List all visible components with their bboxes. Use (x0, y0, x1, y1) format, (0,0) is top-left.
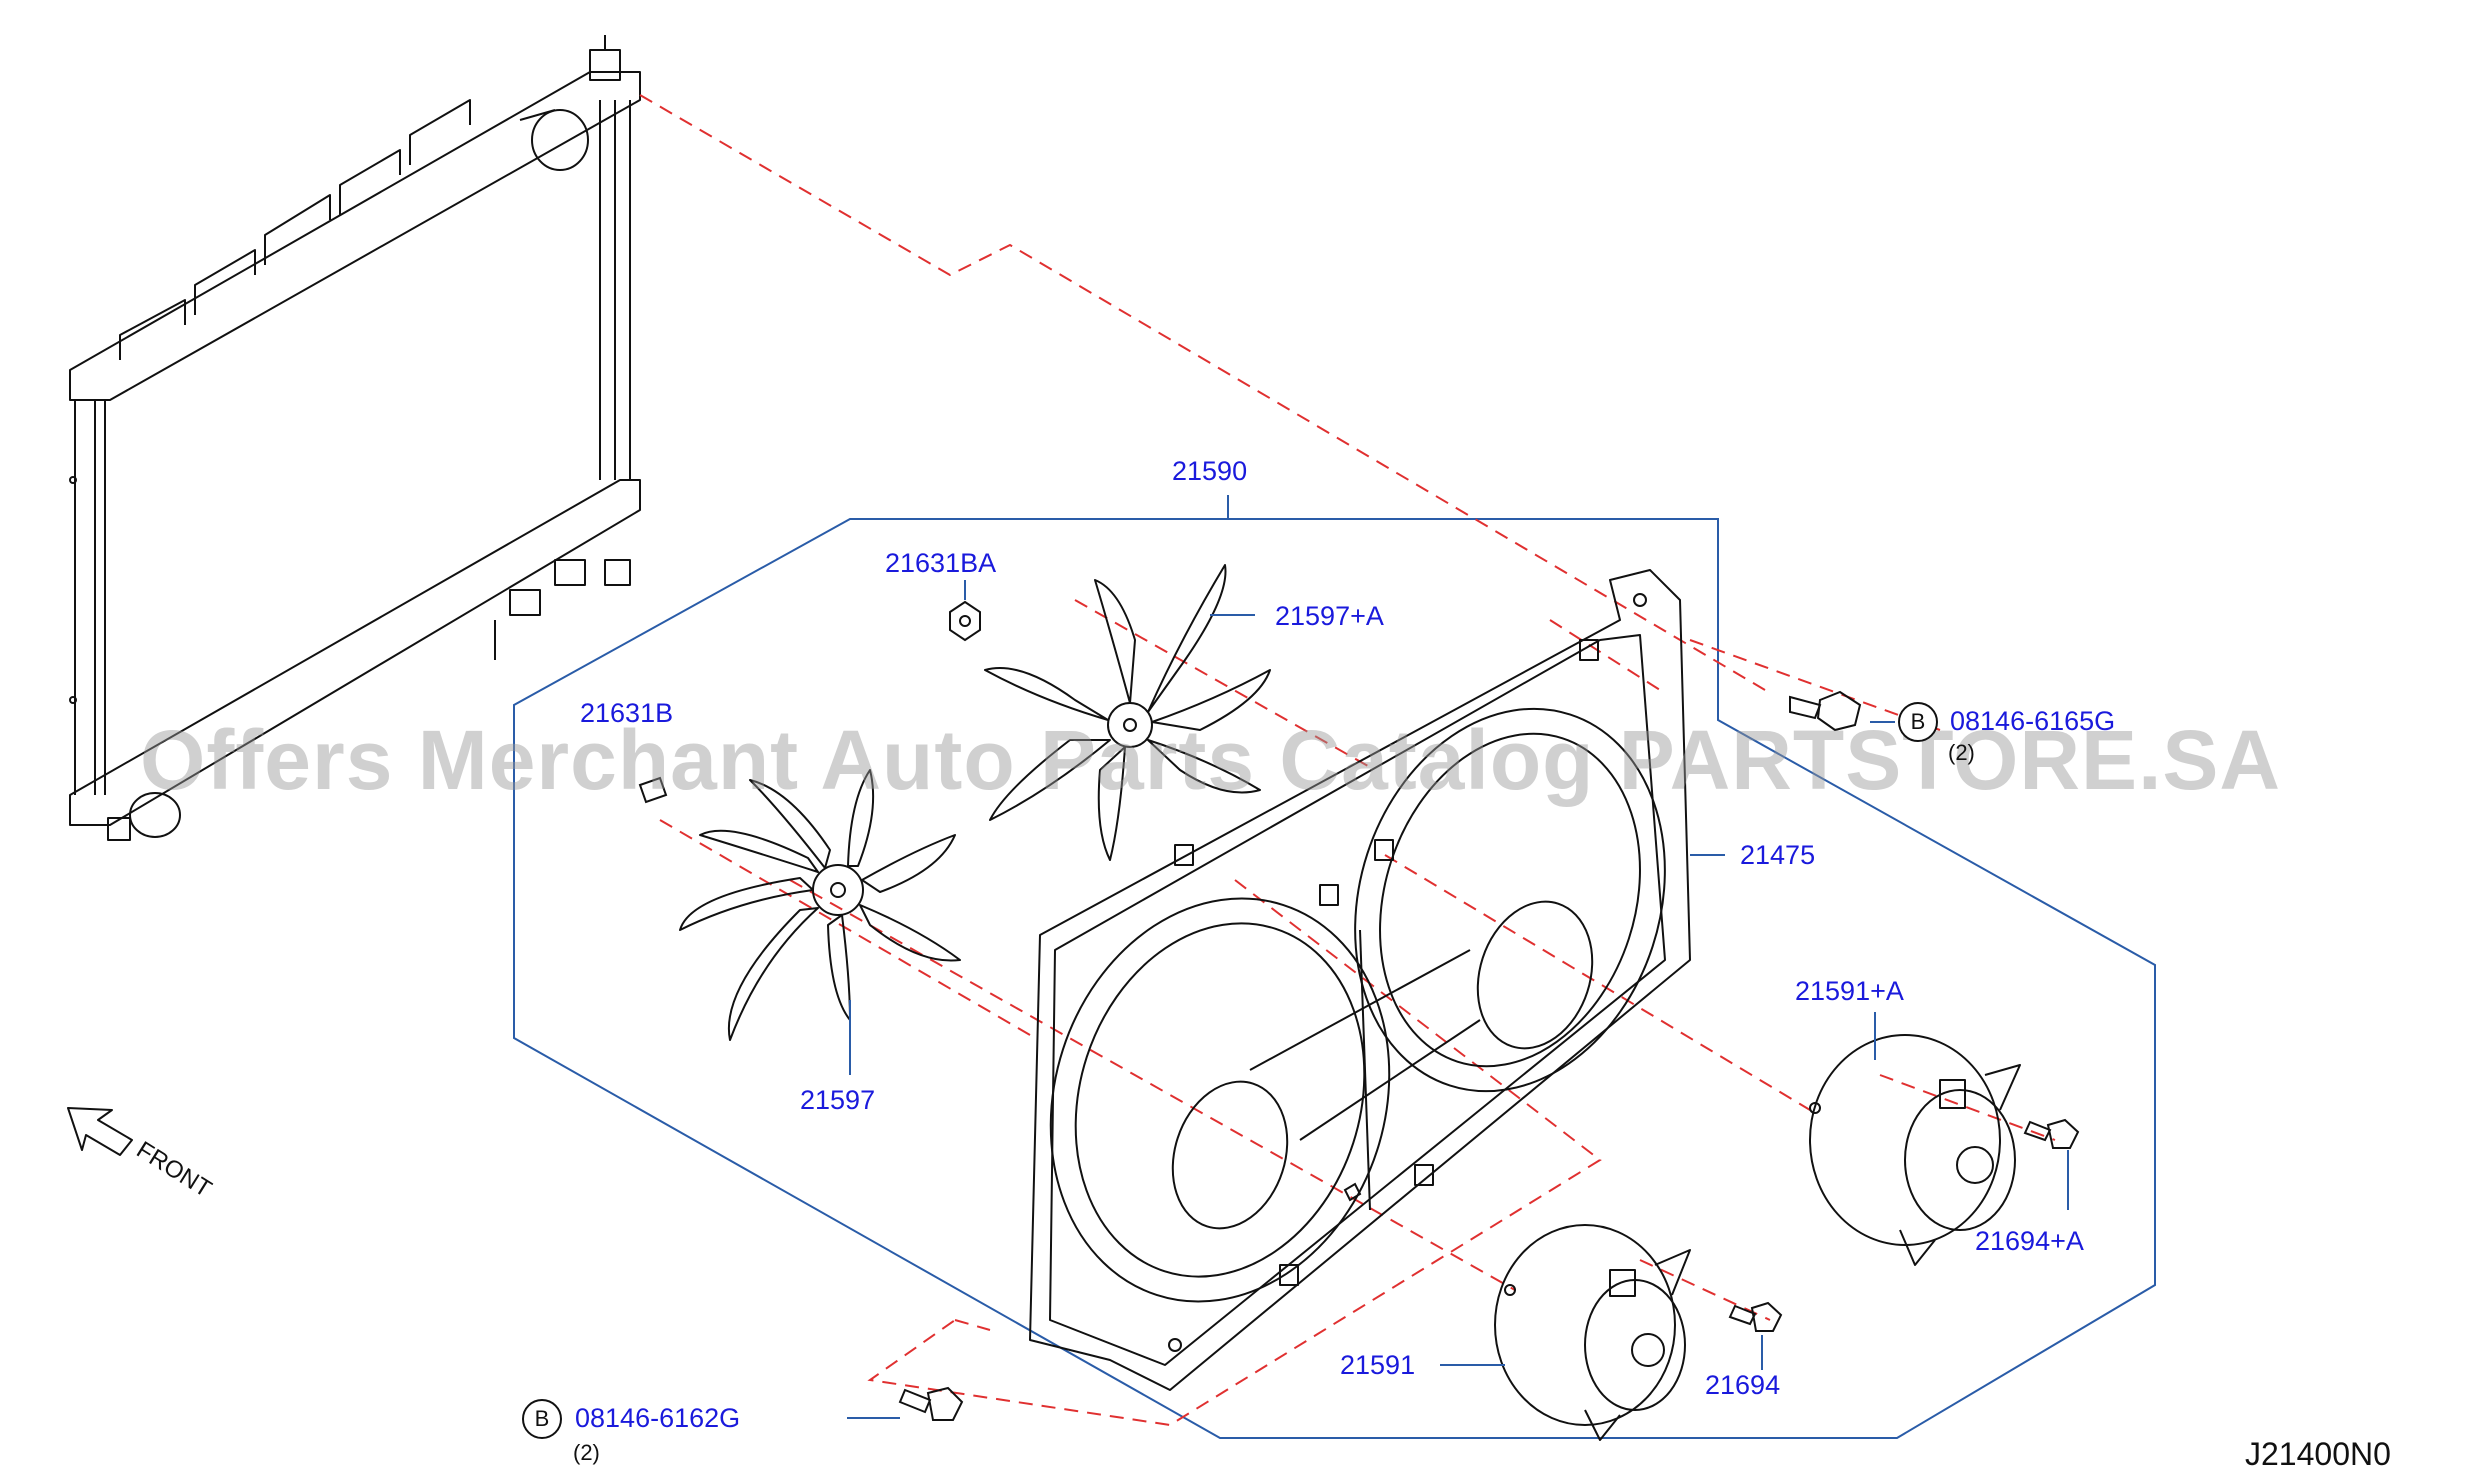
callout-21631b[interactable]: 21631B (580, 698, 674, 728)
callout-21591-a[interactable]: 21591+A (1795, 976, 1904, 1006)
callout-leaders (847, 580, 2069, 1419)
callout-21694[interactable]: 21694 (1705, 1370, 1781, 1400)
quantity-right: (2) (1948, 740, 1975, 765)
callout-08146-6162g[interactable]: 08146-6162G (575, 1403, 741, 1433)
radiator (69, 35, 641, 841)
fan-motor-upper (1809, 1034, 2021, 1266)
fasteners (638, 600, 2080, 1421)
callout-21591[interactable]: 21591 (1340, 1350, 1416, 1380)
fan-shroud (1029, 569, 1691, 1391)
cooling-fan-lower (679, 769, 961, 1041)
callout-08146-6165g[interactable]: 08146-6165G (1950, 706, 2116, 736)
assembly-outline (513, 495, 2156, 1439)
diagram-code: J21400N0 (2245, 1436, 2391, 1472)
callout-21597[interactable]: 21597 (800, 1085, 876, 1115)
cooling-fan-upper (984, 564, 1271, 861)
callout-21694-a[interactable]: 21694+A (1975, 1226, 2084, 1256)
callout-21475[interactable]: 21475 (1740, 840, 1816, 870)
callout-21590[interactable]: 21590 (1172, 456, 1248, 486)
arrow-up-left-icon (67, 1107, 133, 1156)
fan-motor-lower (1494, 1224, 1691, 1441)
callout-21631ba[interactable]: 21631BA (885, 548, 997, 578)
quantity-bottom: (2) (573, 1440, 600, 1465)
callout-21597-a[interactable]: 21597+A (1275, 601, 1384, 631)
bolt-badge-right: B (1898, 702, 1938, 742)
bolt-badge-bottom: B (522, 1399, 562, 1439)
